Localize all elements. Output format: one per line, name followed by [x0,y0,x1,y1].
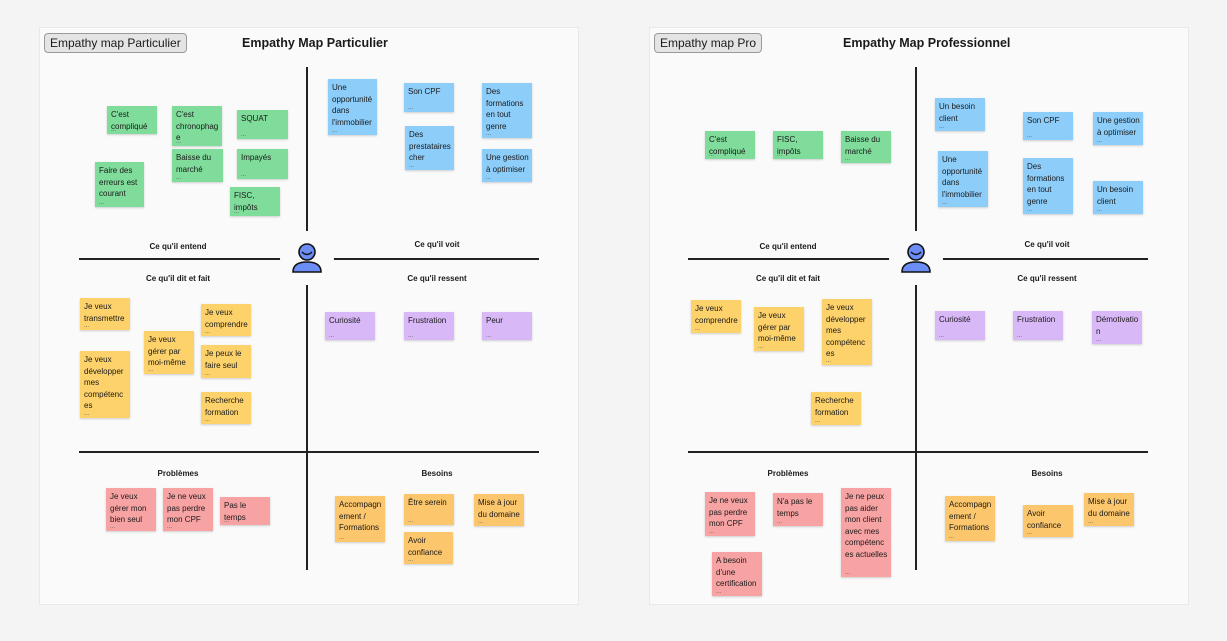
sticky-note[interactable]: C'est chronophage... [172,106,222,146]
sticky-note[interactable]: Je veux gérer mon bien seul... [106,488,156,531]
sticky-note[interactable]: Avoir confiance... [1023,505,1073,537]
sticky-note[interactable]: Un besoin client... [935,98,985,131]
sticky-note[interactable]: Des formations en tout genre... [1023,158,1073,214]
sticky-note[interactable]: Une opportunité dans l'immobilierUne opp… [328,79,377,135]
sticky-note[interactable]: Je veux développer mes compétences... [80,351,130,418]
sticky-note[interactable]: Frustration... [404,312,454,340]
sticky-note[interactable]: Pas le temps... [220,497,270,525]
frame-tag[interactable]: Empathy map Particulier [44,33,187,53]
sticky-note[interactable]: Une gestion à optimiser... [482,149,532,182]
sticky-note[interactable]: Accompagnement / Formations... [945,496,995,541]
quadrant-label-entend: Ce qu'il entend [759,242,817,251]
divider-horizontal [688,451,1148,453]
quadrant-label-ressent: Ce qu'il ressent [407,274,467,283]
quadrant-label-besoins: Besoins [1031,469,1063,478]
sticky-note[interactable]: Avoir confiance... [404,532,453,564]
quadrant-label-dit-fait: Ce qu'il dit et fait [755,274,821,283]
sticky-note[interactable]: Peur... [482,312,532,340]
sticky-note[interactable]: FISC, impôts... [773,131,823,159]
sticky-note[interactable]: Je veux transmettre... [80,298,130,330]
quadrant-label-dit-fait: Ce qu'il dit et fait [145,274,211,283]
user-avatar-icon [901,243,931,273]
sticky-note[interactable]: Impayés... [237,149,288,179]
frame-tag[interactable]: Empathy map Pro [654,33,763,53]
sticky-note[interactable]: Une gestion à optimiser... [1093,112,1143,145]
sticky-note[interactable]: Accompagnement / Formations... [335,496,385,542]
sticky-note[interactable]: Un besoin client... [1093,181,1143,214]
sticky-note[interactable]: Je ne veux pas perdre mon CPF... [705,492,755,536]
sticky-note[interactable]: SQUAT... [237,110,288,139]
quadrant-label-ressent: Ce qu'il ressent [1017,274,1077,283]
sticky-note[interactable]: Des prestataires cher... [405,126,454,170]
divider-horizontal [79,451,539,453]
sticky-note[interactable]: A besoin d'une certification... [712,552,762,596]
axis-vertical [306,67,308,570]
quadrant-label-voit: Ce qu'il voit [1024,240,1070,249]
sticky-note[interactable]: Mise à jour du domaine... [474,494,524,526]
sticky-note[interactable]: Je veux gérer par moi-même... [144,331,194,374]
sticky-note[interactable]: Je veux développer mes compétences... [822,299,872,365]
sticky-note[interactable]: Je veux gérer par moi-même... [754,307,804,351]
board-title: Empathy Map Particulier [242,36,388,50]
quadrant-label-entend: Ce qu'il entend [149,242,207,251]
sticky-note[interactable]: N'a pas le temps... [773,493,823,526]
sticky-note[interactable]: Frustration... [1013,311,1063,340]
sticky-note[interactable]: Curiosité... [325,312,375,340]
sticky-note[interactable]: Être serein... [404,494,454,525]
sticky-note[interactable]: C'est compliqué... [107,106,157,134]
sticky-note[interactable]: Recherche formation... [811,392,861,425]
sticky-note[interactable]: Démotivation... [1092,311,1142,344]
sticky-note[interactable]: Je veux comprendre... [691,300,741,333]
sticky-note[interactable]: Mise à jour du domaine... [1084,493,1134,526]
sticky-note[interactable]: Recherche formation... [201,392,251,424]
quadrant-label-problemes: Problèmes [157,469,199,478]
sticky-note[interactable]: FISC, impôts... [230,187,280,216]
sticky-note[interactable]: C'est compliqué... [705,131,755,159]
board-title: Empathy Map Professionnel [843,36,1011,50]
sticky-note[interactable]: Faire des erreurs est courant... [95,162,144,207]
sticky-note[interactable]: Baisse du marché... [172,149,223,182]
sticky-note[interactable]: Je ne peux pas aider mon client avec mes… [841,488,891,577]
axis-vertical [915,67,917,570]
sticky-note[interactable]: Curiosité... [935,311,985,340]
sticky-note[interactable]: Je ne veux pas perdre mon CPF... [163,488,213,531]
sticky-note[interactable]: Je peux le faire seul... [201,345,251,378]
sticky-note[interactable]: Son CPF... [1023,112,1073,140]
avatar [889,231,943,285]
avatar [280,231,334,285]
sticky-note[interactable]: Une opportunité dans l'immobilier... [938,151,988,207]
quadrant-label-besoins: Besoins [421,469,453,478]
quadrant-label-voit: Ce qu'il voit [414,240,460,249]
sticky-note[interactable]: Baisse du marché... [841,131,891,163]
quadrant-label-problemes: Problèmes [767,469,809,478]
user-avatar-icon [292,243,322,273]
sticky-note[interactable]: Des formations en tout genre... [482,83,532,138]
sticky-note[interactable]: Je veux comprendre... [201,304,251,336]
sticky-note[interactable]: Son CPF... [404,83,454,112]
